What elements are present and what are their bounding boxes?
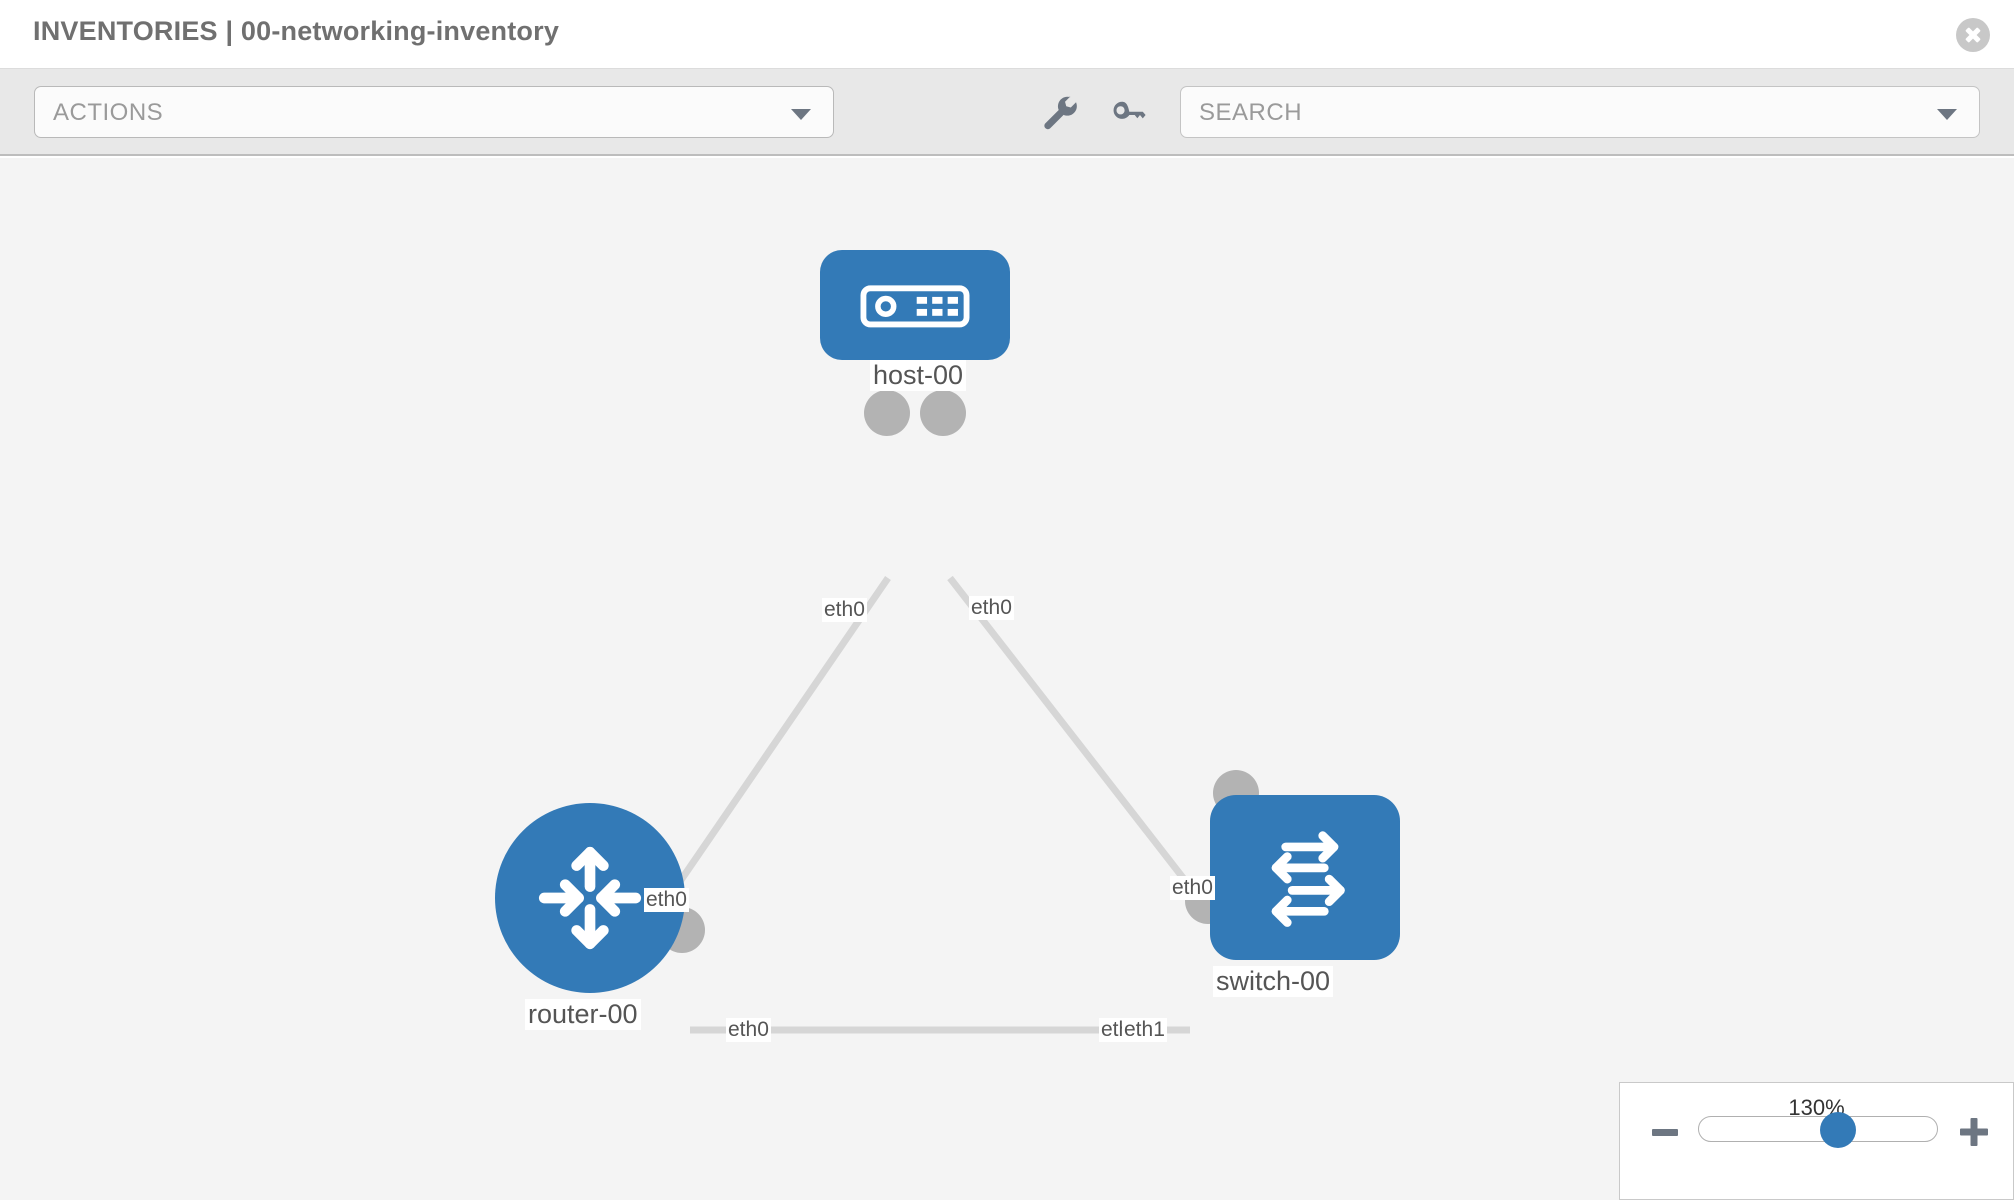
plus-icon[interactable] bbox=[1960, 1118, 1988, 1146]
edge-label-switch-left-eth1: eth1 bbox=[1122, 1018, 1167, 1042]
node-host-00-shape[interactable] bbox=[820, 250, 1010, 360]
actions-dropdown-label: ACTIONS bbox=[53, 99, 164, 126]
server-icon bbox=[860, 284, 970, 327]
search-input[interactable]: SEARCH bbox=[1180, 86, 1980, 138]
switch-arrows-icon bbox=[1271, 831, 1345, 927]
node-host-00-label: host-00 bbox=[870, 360, 967, 391]
node-switch-00-label: switch-00 bbox=[1213, 966, 1334, 997]
zoom-slider[interactable] bbox=[1698, 1112, 1938, 1148]
connector-nub bbox=[920, 390, 966, 436]
edge-label-switch-top-eth0: eth0 bbox=[1170, 876, 1215, 900]
node-switch-00-shape[interactable] bbox=[1210, 795, 1400, 960]
zoom-slider-thumb[interactable] bbox=[1820, 1112, 1857, 1148]
wrench-icon[interactable] bbox=[1038, 93, 1084, 135]
zoom-control-panel: 130% bbox=[1619, 1082, 2014, 1200]
router-arrows-icon bbox=[538, 846, 642, 950]
node-switch-00[interactable]: switch-00 bbox=[1185, 770, 1400, 1020]
edge-label-router-top-eth0: eth0 bbox=[644, 888, 689, 912]
search-placeholder: SEARCH bbox=[1199, 99, 1303, 126]
edge-label-router-right-eth0: eth0 bbox=[726, 1018, 771, 1042]
key-icon[interactable] bbox=[1107, 93, 1153, 135]
page-header: INVENTORIES | 00-networking-inventory bbox=[0, 0, 2014, 68]
node-router-00-label: router-00 bbox=[525, 999, 641, 1030]
page-title: INVENTORIES | 00-networking-inventory bbox=[33, 16, 560, 46]
actions-dropdown[interactable]: ACTIONS bbox=[34, 86, 834, 138]
chevron-down-icon bbox=[1937, 109, 1957, 120]
chevron-down-icon bbox=[791, 109, 811, 120]
topology-canvas[interactable]: host-00 route bbox=[0, 158, 2014, 1200]
minus-icon[interactable] bbox=[1652, 1129, 1678, 1136]
edge-label-host-left-eth0: eth0 bbox=[822, 598, 867, 622]
node-router-00[interactable]: router-00 bbox=[495, 803, 705, 1053]
node-host-00[interactable]: host-00 bbox=[820, 250, 1010, 440]
close-icon[interactable] bbox=[1956, 18, 1990, 52]
toolbar: ACTIONS SEARCH bbox=[0, 68, 2014, 156]
edge-label-host-right-eth0: eth0 bbox=[969, 596, 1014, 620]
connector-nub bbox=[864, 390, 910, 436]
